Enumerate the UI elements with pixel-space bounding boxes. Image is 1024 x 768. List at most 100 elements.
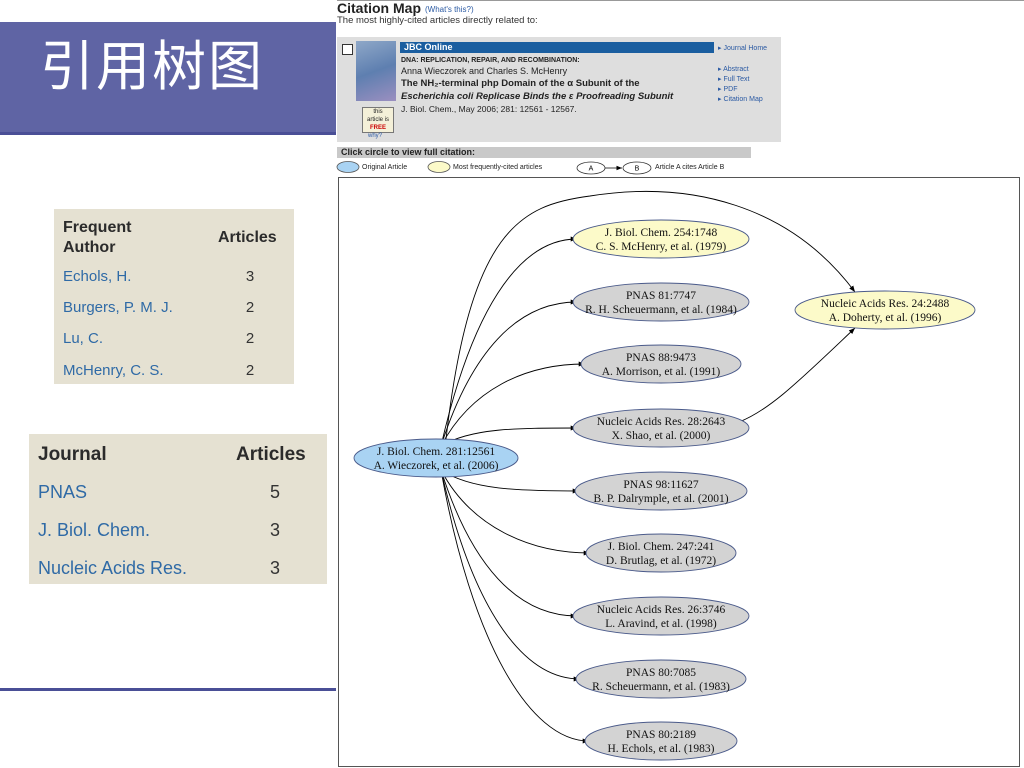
author-row-name[interactable]: McHenry, C. S. <box>63 362 164 379</box>
node-label-line2: A. Doherty, et al. (1996) <box>829 312 942 324</box>
legend-node-b <box>622 161 652 175</box>
abstract-link[interactable]: ▸ Abstract <box>718 66 749 73</box>
node-label-line1: PNAS 88:9473 <box>626 352 696 364</box>
node-label-line2: A. Wieczorek, et al. (2006) <box>374 460 499 472</box>
author-row-count: 2 <box>245 362 255 379</box>
journal-articles-header: Articles <box>236 444 306 465</box>
citation-edge <box>440 299 578 447</box>
node-label-line1: Nucleic Acids Res. 24:2488 <box>821 298 950 310</box>
citation-map-subtitle: The most highly-cited articles directly … <box>337 15 538 26</box>
node-label-line1: PNAS 80:7085 <box>626 667 696 679</box>
journal-row-count: 3 <box>269 558 280 578</box>
citation-edge <box>440 236 578 447</box>
legend-cites-label: Article A cites Article B <box>655 164 725 171</box>
node-label-line2: D. Brutlag, et al. (1972) <box>606 555 716 567</box>
slide-title-band <box>0 22 336 132</box>
author-column-header: Frequent Author <box>63 219 132 256</box>
jbc-online-label[interactable]: JBC Online <box>404 42 453 52</box>
node-ellipse[interactable] <box>572 596 750 636</box>
journal-home-label: Journal Home <box>723 45 768 52</box>
node-label-line1: Nucleic Acids Res. 26:3746 <box>597 604 726 616</box>
journal-home-link[interactable]: ▸ Journal Home <box>718 45 768 52</box>
node-label-line2: L. Aravind, et al. (1998) <box>605 618 717 630</box>
divider-top <box>0 132 336 135</box>
legend-frequent-label: Most frequently-cited articles <box>453 164 543 171</box>
citation-map-title: Citation Map <box>337 0 421 16</box>
jbc-online-bar <box>400 42 714 53</box>
journal-row-name[interactable]: Nucleic Acids Res. <box>38 558 188 578</box>
free-article-badge: this article is FREE <box>362 107 394 133</box>
full-text-label: Full Text <box>723 76 750 83</box>
node-ellipse[interactable] <box>572 282 750 322</box>
author-row-name[interactable]: Burgers, P. M. J. <box>63 299 173 316</box>
abstract-label: Abstract <box>723 66 749 73</box>
article-citation: J. Biol. Chem., May 2006; 281: 12561 - 1… <box>401 104 577 114</box>
citation-node-n7[interactable]: Nucleic Acids Res. 26:3746 L. Aravind, et… <box>572 596 750 636</box>
node-label-line1: J. Biol. Chem. 254:1748 <box>605 227 718 239</box>
author-articles-header: Articles <box>218 229 277 246</box>
citation-map-link[interactable]: ▸ Citation Map <box>718 96 763 103</box>
journal-row-name[interactable]: PNAS <box>38 482 88 502</box>
full-text-link[interactable]: ▸ Full Text <box>718 76 750 83</box>
instruction-text: Click circle to view full citation: <box>341 147 476 157</box>
journal-row-name[interactable]: J. Biol. Chem. <box>38 520 151 540</box>
node-ellipse[interactable] <box>580 344 742 384</box>
citation-edge <box>440 469 591 556</box>
citation-node-n10[interactable]: Nucleic Acids Res. 24:2488 A. Doherty, et… <box>794 290 976 330</box>
article-title-line-1: The NH₂-terminal php Domain of the α Sub… <box>401 78 640 89</box>
node-ellipse[interactable] <box>794 290 976 330</box>
article-title-line-2: Escherichia coli Replicase Binds the ε P… <box>401 91 674 102</box>
citation-edge <box>440 469 590 744</box>
citation-map-label: Citation Map <box>723 96 763 103</box>
journal-cover-image <box>356 41 396 101</box>
article-section: DNA: REPLICATION, REPAIR, AND RECOMBINAT… <box>401 57 580 64</box>
node-label-line2: R. Scheuermann, et al. (1983) <box>592 681 730 693</box>
author-row-count: 2 <box>245 330 255 347</box>
author-row-name[interactable]: Lu, C. <box>63 330 104 347</box>
node-ellipse[interactable] <box>575 659 747 699</box>
node-ellipse[interactable] <box>585 533 737 573</box>
citation-edge <box>440 361 586 447</box>
whats-this-link[interactable]: (What's this?) <box>425 5 474 14</box>
article-authors: Anna Wieczorek and Charles S. McHenry <box>401 66 568 76</box>
node-label-line2: C. S. McHenry, et al. (1979) <box>596 241 727 253</box>
divider-bottom <box>0 688 336 691</box>
journal-row-count: 5 <box>269 482 280 502</box>
node-ellipse[interactable] <box>584 721 738 761</box>
instruction-bar <box>337 147 751 158</box>
legend-original-swatch <box>336 161 360 173</box>
citation-node-n9[interactable]: PNAS 80:2189 H. Echols, et al. (1983) <box>584 721 738 761</box>
citation-node-orig[interactable]: J. Biol. Chem. 281:12561 A. Wieczorek, et… <box>353 438 519 478</box>
node-label-line2: R. H. Scheuermann, et al. (1984) <box>585 304 737 316</box>
select-article-checkbox[interactable] <box>342 44 353 55</box>
node-label-line2: H. Echols, et al. (1983) <box>608 743 715 755</box>
node-ellipse[interactable] <box>572 408 750 448</box>
legend-node-b-label: B <box>635 166 640 173</box>
pdf-link[interactable]: ▸ PDF <box>718 86 738 93</box>
node-label-line2: X. Shao, et al. (2000) <box>612 430 711 442</box>
badge-line-2: article is <box>366 117 389 123</box>
author-row-name[interactable]: Echols, H. <box>63 268 132 285</box>
screenshot-top-border <box>337 0 1024 1</box>
journal-column-header: Journal <box>38 444 107 465</box>
article-summary-box <box>337 37 781 142</box>
node-ellipse[interactable] <box>574 471 748 511</box>
pdf-label: PDF <box>723 86 738 93</box>
node-label-line1: PNAS 98:11627 <box>623 479 699 491</box>
frequent-author-table: Frequent Author Articles Echols, H. 3 Bu… <box>54 209 294 384</box>
legend-frequent-swatch <box>427 161 451 173</box>
citation-node-n1[interactable]: J. Biol. Chem. 254:1748 C. S. McHenry, et… <box>572 219 750 259</box>
citation-edge <box>445 191 856 440</box>
node-label-line1: J. Biol. Chem. 281:12561 <box>377 446 495 458</box>
why-link[interactable]: why? <box>368 133 383 139</box>
node-ellipse[interactable] <box>353 438 519 478</box>
citation-node-n8[interactable]: PNAS 80:7085 R. Scheuermann, et al. (1983… <box>575 659 747 699</box>
node-ellipse[interactable] <box>572 219 750 259</box>
node-label-line1: PNAS 80:2189 <box>626 729 696 741</box>
